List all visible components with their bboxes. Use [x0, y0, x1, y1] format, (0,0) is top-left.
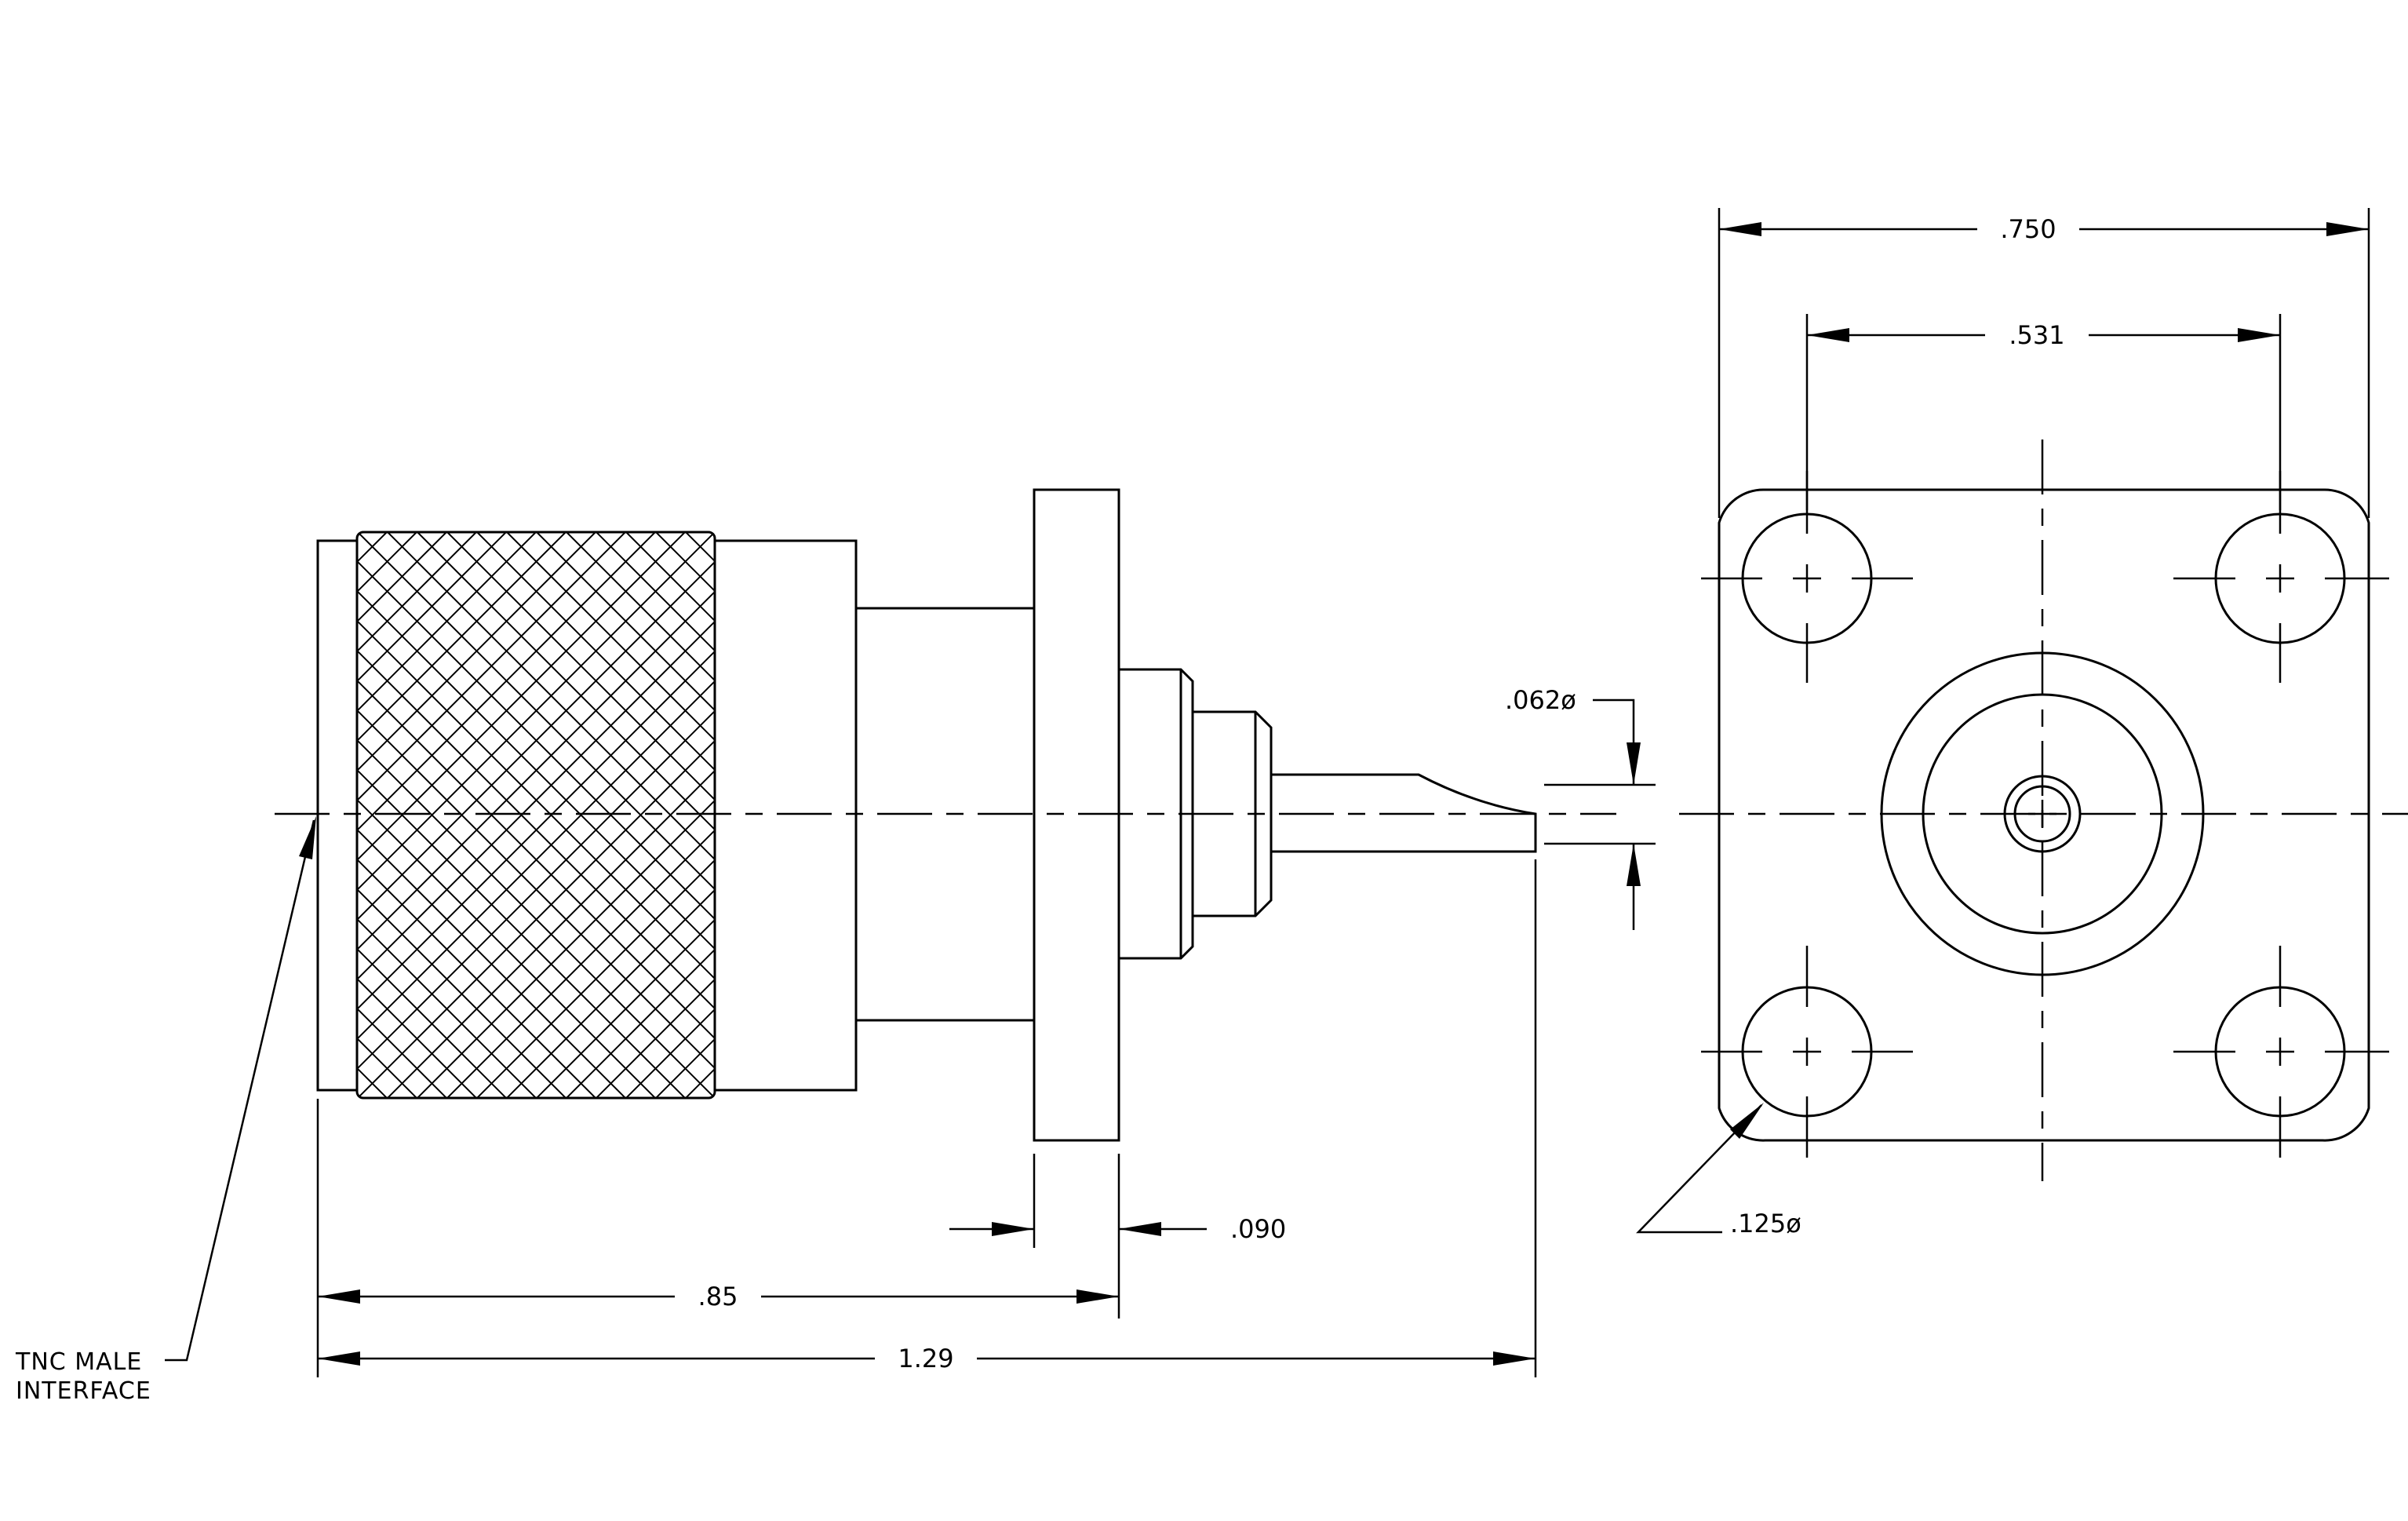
flange-side	[1033, 488, 1120, 1142]
note-line-1: TNC MALE	[15, 1348, 142, 1376]
dimension-labels: .750 .531 .062ø .090 .125ø .85 1.29 TNC …	[15, 214, 2065, 1405]
rear-body	[713, 539, 858, 1092]
label-flange-thickness: .090	[1230, 1214, 1286, 1244]
dimension-lines	[165, 208, 2370, 1377]
label-contact-diameter: .062ø	[1505, 685, 1576, 715]
rear-step-1	[1119, 668, 1194, 960]
label-flange-position: .85	[698, 1282, 738, 1311]
note-line-2: INTERFACE	[16, 1377, 151, 1405]
front-view	[1679, 440, 2408, 1181]
label-hole-spacing: .531	[2009, 320, 2064, 350]
label-overall-width: .750	[2000, 214, 2056, 244]
side-view	[275, 488, 1616, 1142]
label-mounting-hole-diameter: .125ø	[1730, 1209, 1801, 1238]
front-ring	[316, 539, 359, 1092]
label-overall-length: 1.29	[898, 1344, 953, 1373]
knurled-coupling-nut	[355, 531, 716, 1100]
contact-pin	[1271, 773, 1537, 853]
flange-outline	[1718, 488, 2370, 1142]
rear-step-2	[1193, 710, 1273, 917]
